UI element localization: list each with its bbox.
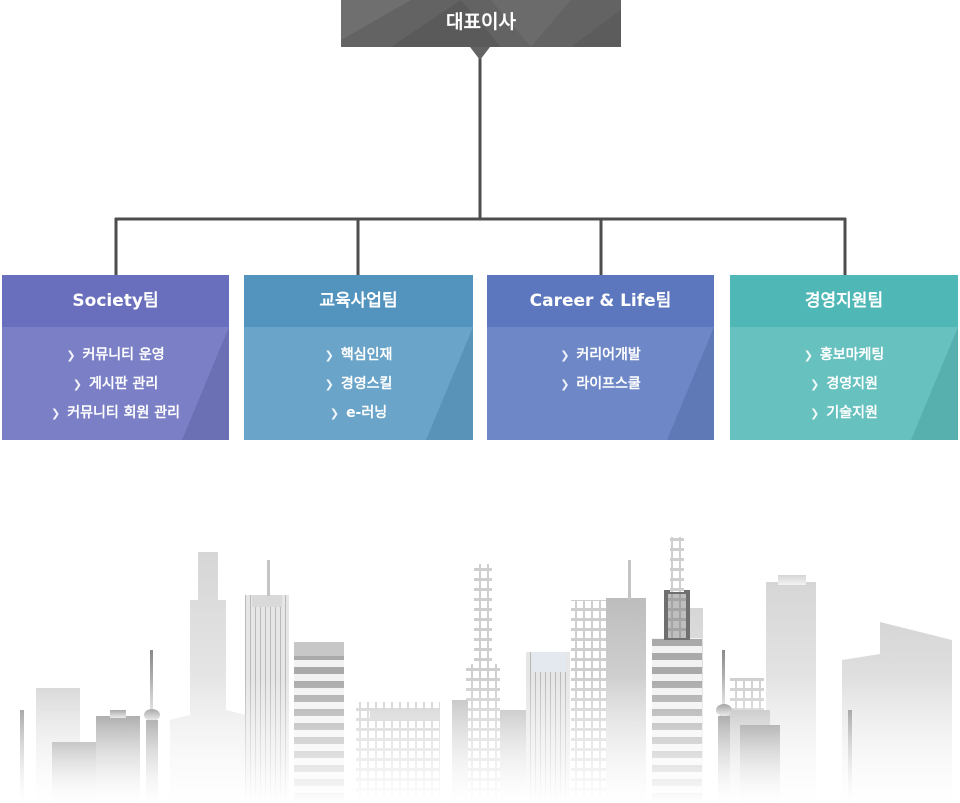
chevron-right-icon: ❯	[560, 349, 570, 362]
team-title: 경영지원팀	[804, 291, 884, 311]
team-body	[487, 327, 714, 440]
list-item: ❯ 경영지원	[730, 370, 958, 399]
list-item: ❯ 게시판 관리	[2, 370, 229, 399]
chevron-right-icon: ❯	[72, 378, 82, 391]
list-item: ❯ 기술지원	[730, 399, 958, 428]
list-item: ❯ 커뮤니티 회원 관리	[2, 399, 229, 428]
item-label: 기술지원	[826, 405, 878, 421]
team-body	[730, 327, 958, 440]
item-label: 라이프스쿨	[576, 376, 641, 392]
org-connector-lines	[114, 55, 847, 276]
team-title: 교육사업팀	[319, 291, 398, 311]
item-label: e-러닝	[346, 405, 388, 421]
team-society: Society팀 ❯ 커뮤니티 운영 ❯ 게시판 관리 ❯ 커뮤니티 회원 관리	[2, 275, 229, 440]
item-label: 홍보마케팅	[819, 347, 885, 363]
team-item-list: ❯ 커리어개발 ❯ 라이프스쿨	[487, 341, 714, 399]
team-shade	[426, 327, 473, 440]
ceo-pointer	[470, 47, 490, 60]
list-item: ❯ 홍보마케팅	[730, 341, 958, 370]
team-item-list: ❯ 커뮤니티 운영 ❯ 게시판 관리 ❯ 커뮤니티 회원 관리	[2, 341, 229, 428]
list-item: ❯ 경영스킬	[244, 370, 473, 399]
ceo-node: 대표이사	[341, 0, 621, 47]
team-shade	[182, 327, 229, 440]
team-management: 경영지원팀 ❯ 홍보마케팅 ❯ 경영지원 ❯ 기술지원	[730, 275, 958, 440]
chevron-right-icon: ❯	[329, 407, 340, 420]
list-item: ❯ 커뮤니티 운영	[2, 341, 229, 370]
city-skyline-illustration	[0, 520, 960, 803]
chevron-right-icon: ❯	[803, 349, 813, 362]
chevron-right-icon: ❯	[50, 407, 61, 420]
item-label: 커리어개발	[576, 347, 641, 363]
list-item: ❯ 커리어개발	[487, 341, 714, 370]
list-item: ❯ 라이프스쿨	[487, 370, 714, 399]
team-title: Society팀	[72, 291, 159, 311]
item-label: 핵심인재	[340, 347, 393, 363]
chevron-right-icon: ❯	[66, 349, 76, 362]
team-career-life: Career & Life팀 ❯ 커리어개발 ❯ 라이프스쿨	[487, 275, 714, 440]
ceo-node-facets	[341, 0, 621, 47]
item-label: 커뮤니티 회원 관리	[67, 405, 180, 421]
team-shade	[667, 327, 714, 440]
ceo-title: 대표이사	[446, 11, 516, 33]
list-item: ❯ e-러닝	[244, 399, 473, 428]
chevron-right-icon: ❯	[810, 407, 820, 420]
item-label: 게시판 관리	[88, 376, 159, 392]
team-body	[244, 327, 473, 440]
team-item-list: ❯ 핵심인재 ❯ 경영스킬 ❯ e-러닝	[244, 341, 473, 428]
chevron-right-icon: ❯	[324, 378, 334, 391]
chevron-right-icon: ❯	[324, 349, 334, 362]
item-label: 경영스킬	[340, 376, 393, 392]
team-education: 교육사업팀 ❯ 핵심인재 ❯ 경영스킬 ❯ e-러닝	[244, 275, 473, 440]
list-item: ❯ 핵심인재	[244, 341, 473, 370]
team-shade	[911, 327, 958, 440]
team-body	[2, 327, 229, 440]
chevron-right-icon: ❯	[810, 378, 820, 391]
item-label: 커뮤니티 운영	[82, 347, 165, 363]
item-label: 경영지원	[826, 376, 878, 392]
team-title: Career & Life팀	[529, 291, 672, 311]
team-item-list: ❯ 홍보마케팅 ❯ 경영지원 ❯ 기술지원	[730, 341, 958, 428]
chevron-right-icon: ❯	[560, 378, 570, 391]
